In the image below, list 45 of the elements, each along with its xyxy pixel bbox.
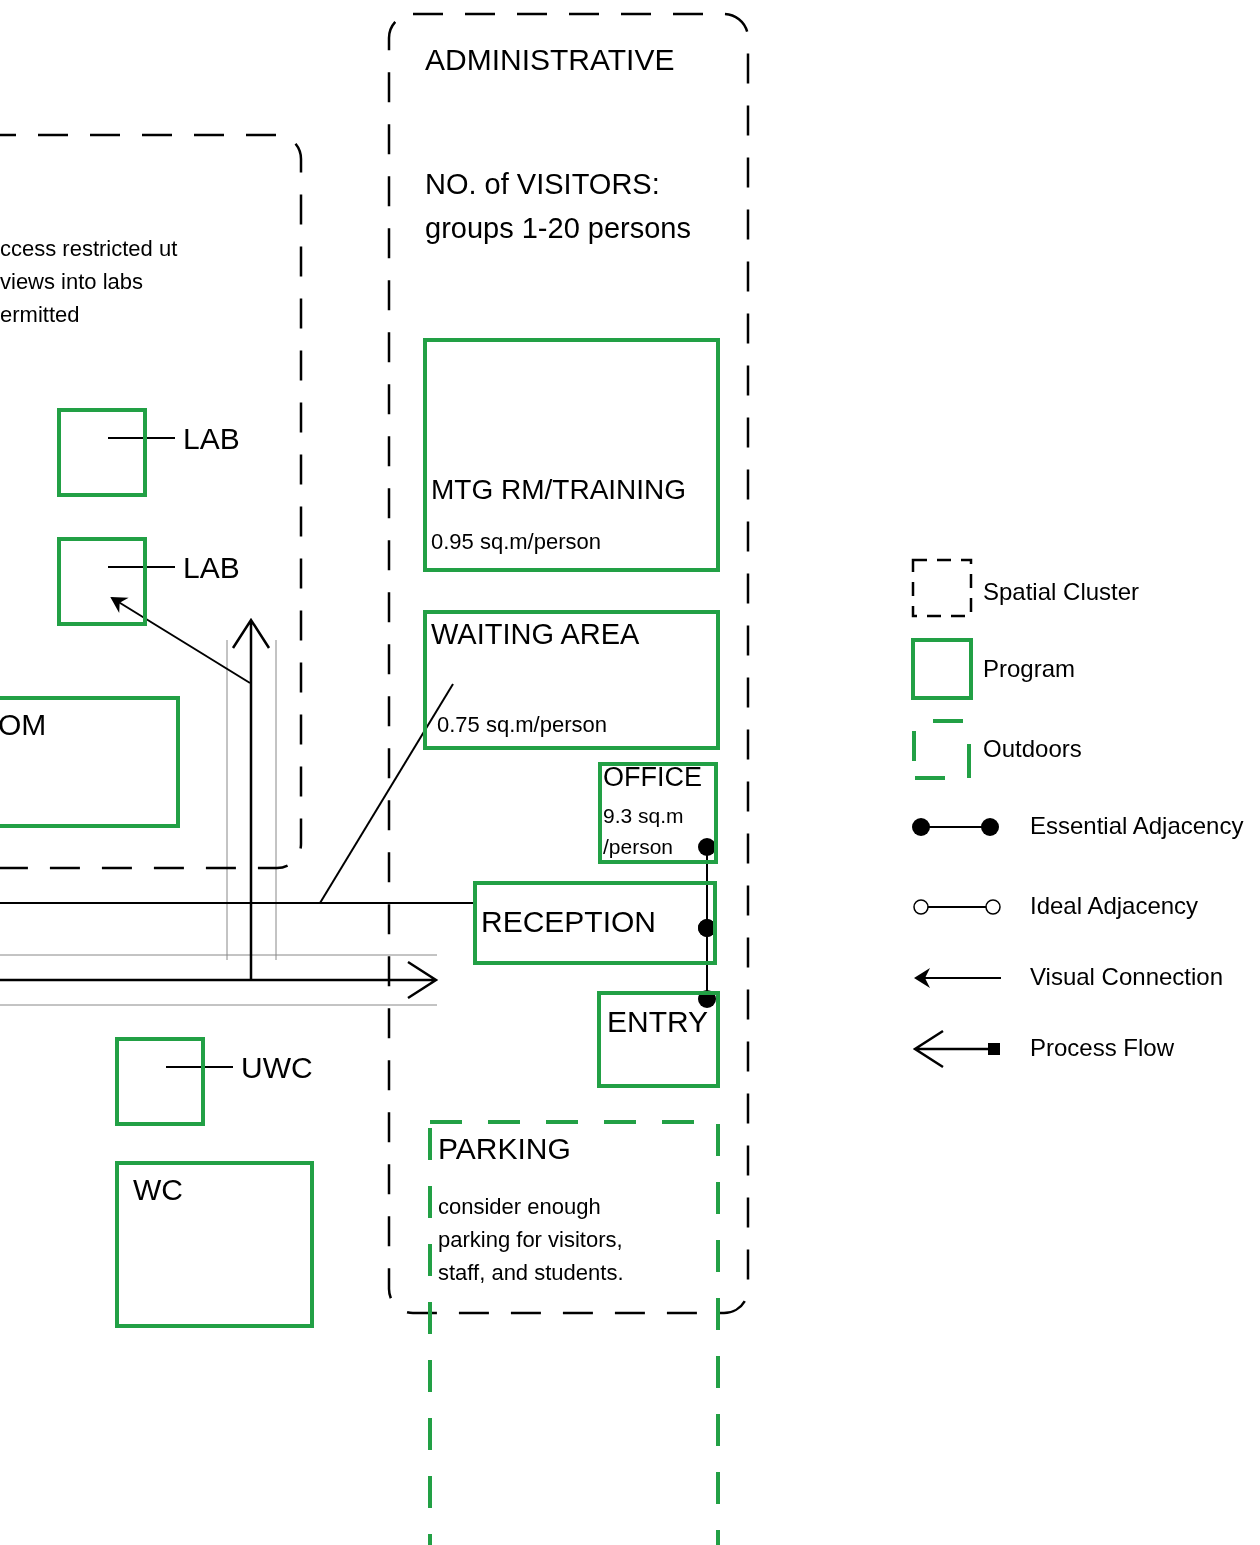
leader-line — [165, 1066, 234, 1068]
visitor-note: NO. of VISITORS: groups 1-20 persons — [425, 167, 692, 246]
area-title: PARKING — [438, 1134, 571, 1164]
connector-line — [319, 683, 454, 904]
room-label: OFFICE — [603, 764, 702, 791]
adjacency-line — [698, 919, 716, 1008]
area-note: 0.75 sq.m/person — [437, 714, 607, 736]
program-box — [423, 338, 720, 572]
note-text: ccess restricted ut views into labs ermitted — [0, 235, 179, 329]
arrow — [110, 596, 251, 684]
program-box — [423, 610, 720, 750]
room-label: ENTRY — [607, 1007, 709, 1037]
spatial-cluster-outline — [0, 133, 303, 870]
parking-note: consider enough parking for visitors, staff, and students. — [438, 1193, 625, 1287]
outdoor-area-outline — [428, 1120, 720, 1545]
legend-label: Visual Connection — [1030, 965, 1224, 989]
program-box — [57, 408, 147, 497]
leader-line — [107, 437, 176, 439]
room-label: LAB — [183, 424, 240, 454]
legend-label: Ideal Adjacency — [1030, 894, 1199, 918]
legend-label: Essential Adjacency — [1030, 814, 1244, 838]
program-box — [115, 1037, 205, 1126]
room-label: WAITING AREA — [431, 620, 640, 649]
room-label: WC — [133, 1175, 183, 1205]
program-box — [115, 1161, 314, 1328]
legend-label: Program — [983, 657, 1076, 681]
area-note: 0.95 sq.m/person — [431, 531, 601, 553]
program-box — [598, 762, 718, 864]
room-label: MTG RM/TRAINING — [431, 476, 687, 504]
area-note: 9.3 sq.m /person — [603, 803, 685, 860]
legend-label: Outdoors — [983, 737, 1082, 761]
leader-line — [107, 566, 176, 568]
program-box — [57, 537, 147, 626]
room-label: RECEPTION — [481, 907, 657, 937]
cluster-title: ADMINISTRATIVE — [425, 45, 675, 75]
spatial-cluster-outline — [387, 12, 750, 1315]
room-label: OM — [0, 710, 47, 740]
legend-label: Process Flow — [1030, 1036, 1175, 1060]
program-box — [597, 991, 720, 1088]
room-label: LAB — [183, 553, 240, 583]
legend-label: Spatial Cluster — [983, 580, 1140, 604]
connector-line — [0, 902, 474, 904]
program-box — [473, 881, 717, 965]
room-label: UWC — [241, 1053, 313, 1083]
program-box — [0, 696, 180, 828]
